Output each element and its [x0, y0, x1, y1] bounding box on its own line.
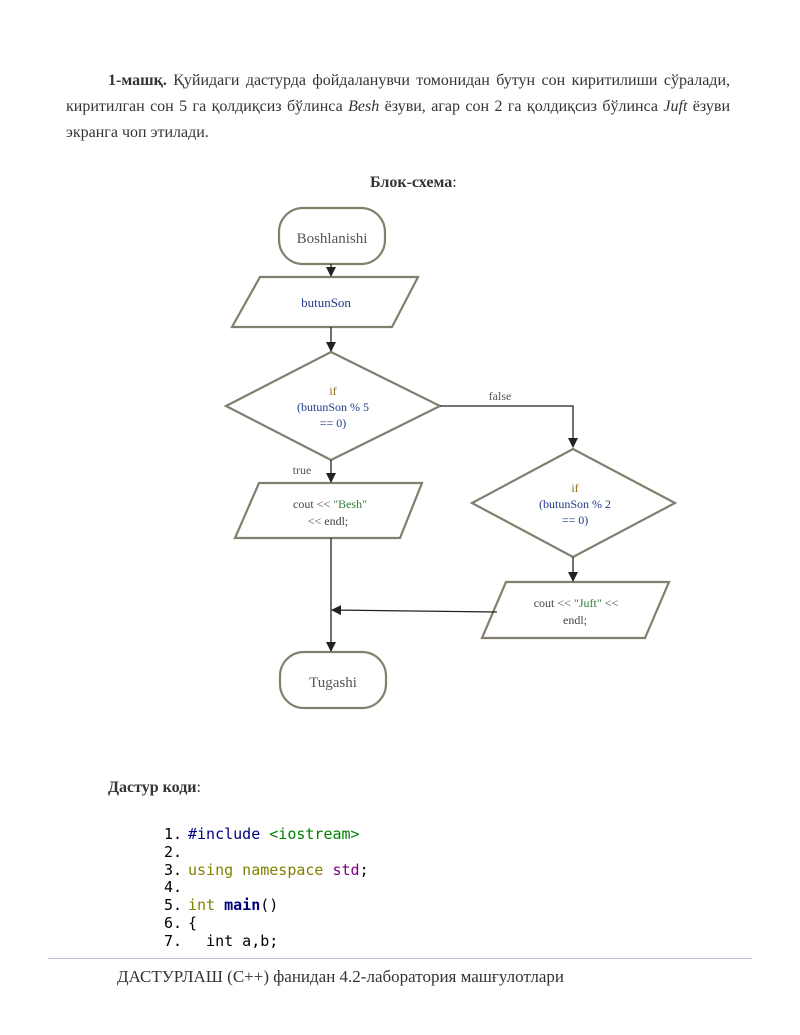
- code-title: Дастур коди:: [108, 779, 201, 797]
- intro-text-1: Қуйидаги дастурда фойдаланувчи томонидан…: [66, 72, 730, 115]
- besh-line1: cout << "Besh": [293, 497, 367, 511]
- code-header: <iostream>: [269, 825, 360, 843]
- code-line: 2.: [164, 842, 369, 862]
- arrow-juft-merge: [331, 605, 498, 616]
- line-number: 1.: [164, 825, 183, 843]
- code-line: 3. using namespace std;: [164, 860, 369, 880]
- output-besh-parallelogram: [233, 481, 424, 540]
- intro-paragraph: 1-машқ. Қуйидаги дастурда фойдаланувчи т…: [66, 68, 730, 146]
- flowchart: Boshlanishi butunSon if (butunSon % 5 ==…: [223, 206, 678, 710]
- line-number: 3.: [164, 860, 183, 879]
- cond1-line3: == 0): [320, 416, 347, 430]
- code-parens: (): [260, 896, 279, 915]
- end-label: Tugashi: [309, 675, 357, 691]
- code-line: 7. int a,b;: [164, 931, 369, 951]
- code-title-suffix: :: [196, 779, 201, 796]
- line-number: 7.: [164, 931, 183, 950]
- cond1-line2: (butunSon % 5: [297, 400, 369, 414]
- footer-divider: [48, 958, 752, 959]
- code-main: main: [224, 896, 261, 915]
- true-label: true: [293, 463, 312, 477]
- code-line: 4.: [164, 879, 369, 897]
- cond2-line1: if: [571, 481, 578, 495]
- end-terminal: [278, 650, 388, 710]
- output-juft-parallelogram: [480, 580, 671, 640]
- start-label: Boshlanishi: [297, 231, 368, 247]
- code-include: #include: [188, 825, 270, 843]
- input-parallelogram: [230, 275, 420, 329]
- line-number: 4.: [164, 878, 183, 897]
- false-label: false: [489, 389, 512, 403]
- code-listing: 1. #include <iostream> 2. 3. using namespa…: [164, 825, 369, 951]
- code-decl: int a,b;: [188, 931, 279, 950]
- code-line: 5. int main(): [164, 896, 369, 915]
- input-label: butunSon: [301, 295, 351, 310]
- besh-line2: << endl;: [308, 514, 349, 528]
- intro-text-2: ёзуви, агар сон 2 га қолдиқсиз бўлинса: [379, 98, 664, 115]
- code-std: std: [332, 860, 360, 879]
- line-number: 6.: [164, 913, 183, 932]
- exercise-label: 1-машқ.: [108, 72, 167, 89]
- juft-line1: cout << "Juft" <<: [534, 596, 619, 610]
- code-line: 6. {: [164, 913, 369, 933]
- code-int: int: [188, 896, 225, 915]
- line-number: 2.: [164, 842, 183, 861]
- intro-text-3: ёзуви экранга чоп этилади.: [66, 98, 731, 141]
- juft-line2: endl;: [563, 613, 587, 627]
- cond2-line3: == 0): [562, 513, 589, 527]
- cond1-line1: if: [329, 384, 336, 398]
- intro-em-juft: Juft: [663, 98, 688, 115]
- code-brace: {: [188, 913, 198, 932]
- flowchart-title: Блок-схема:: [370, 174, 457, 192]
- flowchart-title-label: Блок-схема: [370, 174, 453, 191]
- flowchart-title-suffix: :: [452, 174, 457, 191]
- code-line: 1. #include <iostream>: [164, 825, 369, 844]
- code-semicolon: ;: [359, 860, 369, 879]
- code-title-label: Дастур коди: [108, 779, 197, 796]
- intro-em-besh: Besh: [348, 98, 380, 115]
- code-using: using namespace: [188, 860, 333, 879]
- cond2-line2: (butunSon % 2: [539, 497, 611, 511]
- page-footer: ДАСТУРЛАШ (С++) фанидан 4.2-лаборатория …: [117, 967, 565, 986]
- line-number: 5.: [164, 896, 183, 915]
- arrow-false-branch: [440, 405, 578, 448]
- start-terminal: [277, 206, 387, 266]
